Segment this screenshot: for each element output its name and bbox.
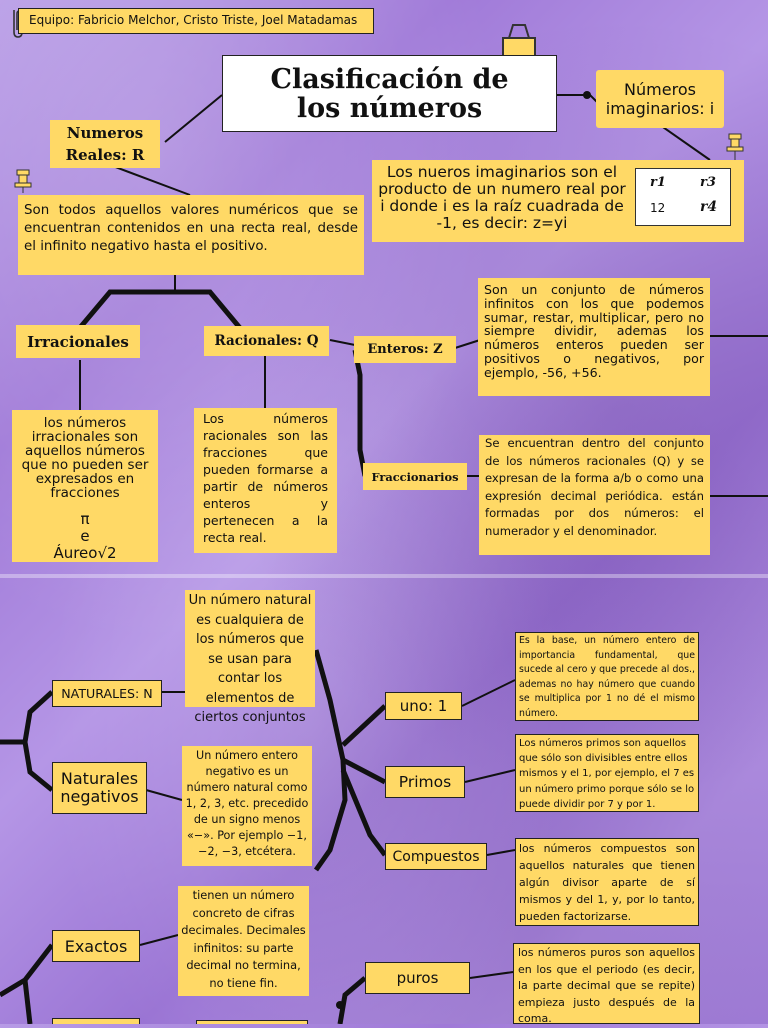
line-neg-desc (145, 789, 183, 801)
line-uno-desc (461, 679, 516, 707)
line-branch-nat (0, 690, 54, 792)
line-branch-rac (352, 349, 368, 477)
fraccionarios-label-text: Fraccionarios (371, 469, 459, 484)
cutoff-box-mid (196, 1020, 308, 1024)
imaginarios-label-line1: Números (624, 80, 696, 99)
pushpin-icon-2 (726, 133, 744, 170)
line-exa-desc (139, 934, 179, 946)
uno-desc: Es la base, un número entero de importan… (515, 632, 699, 721)
line-nat-arc (313, 649, 348, 872)
power-r1: r1 (650, 175, 666, 190)
puros-label: puros (365, 962, 470, 994)
naturales-label: NATURALES: N (52, 680, 162, 707)
power-12: 12 (650, 201, 666, 215)
irracionales-ex-aureo: Áureo√2 (53, 544, 117, 562)
primos-desc: Los números primos son aquellos que sólo… (515, 734, 699, 812)
title-line2: los números (296, 92, 483, 124)
exactos-label: Exactos (52, 930, 140, 962)
puros-desc: los números puros son aquellos en los qu… (513, 943, 700, 1026)
exactos-label-text: Exactos (64, 936, 128, 956)
naturales-desc: Un número natural es cualquiera de los n… (185, 590, 315, 725)
compuestos-desc-text: los números compuestos son aquellos natu… (519, 842, 695, 923)
reales-label-line1: Numeros (66, 124, 144, 142)
naturales-label-text: NATURALES: N (61, 686, 153, 701)
primos-label-text: Primos (398, 773, 452, 791)
primos-label: Primos (385, 766, 465, 798)
line-reales-desc (109, 164, 191, 196)
compuestos-label-text: Compuestos (392, 848, 480, 865)
negativos-desc-text: Un número entero negativo es un número n… (185, 749, 309, 858)
line-rac-ent (329, 339, 356, 346)
imaginarios-desc: Los nueros imaginarios son el producto d… (372, 160, 744, 242)
line-imag-desc (659, 124, 711, 161)
enteros-desc-text: Son un conjunto de números infinitos con… (484, 282, 704, 380)
negativos-label-line1: Naturales (60, 769, 139, 788)
racionales-desc: Los números racionales son las fraccione… (194, 408, 337, 553)
uno-desc-text: Es la base, un número entero de importan… (519, 635, 695, 719)
powers-panel: r1 r3 12 r4 (635, 168, 731, 226)
page-seam (0, 574, 768, 578)
puros-label-text: puros (396, 969, 439, 987)
cutoff-box-left (52, 1018, 140, 1024)
power-r4: r4 (700, 199, 718, 215)
imaginarios-label-line2: imaginarios: i (605, 99, 715, 118)
line-title-reales (164, 94, 223, 143)
line-branch-sub (340, 704, 387, 857)
power-r3: r3 (700, 175, 716, 190)
exactos-desc-text: tienen un número concreto de cifras deci… (181, 888, 306, 990)
imaginarios-label: Números imaginarios: i (596, 70, 724, 128)
racionales-desc-text: Los números racionales son las fraccione… (203, 411, 328, 545)
title-line1: Clasificación de (270, 63, 509, 95)
negativos-desc: Un número entero negativo es un número n… (182, 746, 312, 866)
negativos-label-line2: negativos (60, 787, 139, 806)
irracionales-label: Irracionales (16, 325, 140, 358)
compuestos-label: Compuestos (385, 843, 487, 870)
binder-clip-icon (502, 24, 536, 59)
irracionales-desc-text: los números irracionales son aquellos nú… (21, 415, 149, 501)
puros-desc-text: los números puros son aquellos en los qu… (518, 946, 695, 1026)
line-com-desc (486, 849, 516, 856)
racionales-label-text: Racionales: Q (214, 333, 319, 349)
enteros-desc: Son un conjunto de números infinitos con… (478, 278, 710, 396)
irracionales-desc: los números irracionales son aquellos nú… (12, 410, 158, 562)
uno-label: uno: 1 (385, 692, 462, 720)
negativos-label: Naturales negativos (52, 762, 147, 814)
primos-desc-text: Los números primos son aquellos que sólo… (519, 738, 695, 810)
fraccionarios-label: Fraccionarios (363, 463, 467, 490)
naturales-desc-text: Un número natural es cualquiera de los n… (188, 593, 312, 725)
enteros-label: Enteros: Z (354, 336, 456, 363)
connector-dot (583, 91, 591, 99)
team-text: Equipo: Fabricio Melchor, Cristo Triste,… (29, 13, 358, 27)
irracionales-ex-pi: π (80, 510, 90, 528)
line-pri-desc (464, 769, 516, 783)
enteros-label-text: Enteros: Z (367, 342, 443, 357)
reales-label-line2: Reales: R (65, 146, 145, 164)
line-branch-dec (0, 943, 54, 1024)
line-branch-puros (337, 976, 367, 1024)
team-banner: Equipo: Fabricio Melchor, Cristo Triste,… (18, 8, 374, 34)
imaginarios-desc-text: Los nueros imaginarios son el producto d… (378, 163, 626, 232)
reales-desc: Son todos aquellos valores numéricos que… (18, 195, 364, 275)
line-ent-desc (454, 339, 481, 349)
title-box: Clasificación de los números (222, 55, 557, 132)
reales-desc-text: Son todos aquellos valores numéricos que… (24, 203, 358, 254)
fraccionarios-desc: Se encuentran dentro del conjunto de los… (479, 435, 710, 555)
irracionales-ex-e: e (80, 527, 90, 545)
exactos-desc: tienen un número concreto de cifras deci… (178, 886, 309, 996)
line-pur-desc (469, 971, 514, 979)
fraccionarios-desc-text: Se encuentran dentro del conjunto de los… (485, 436, 704, 538)
connector-dot-2 (336, 1001, 344, 1009)
line-branch-real (76, 289, 242, 332)
compuestos-desc: los números compuestos son aquellos natu… (515, 838, 699, 926)
pushpin-icon (14, 169, 32, 193)
irracionales-label-text: Irracionales (27, 332, 129, 351)
racionales-label: Racionales: Q (204, 326, 329, 356)
reales-label: Numeros Reales: R (50, 120, 160, 168)
uno-label-text: uno: 1 (399, 697, 448, 715)
